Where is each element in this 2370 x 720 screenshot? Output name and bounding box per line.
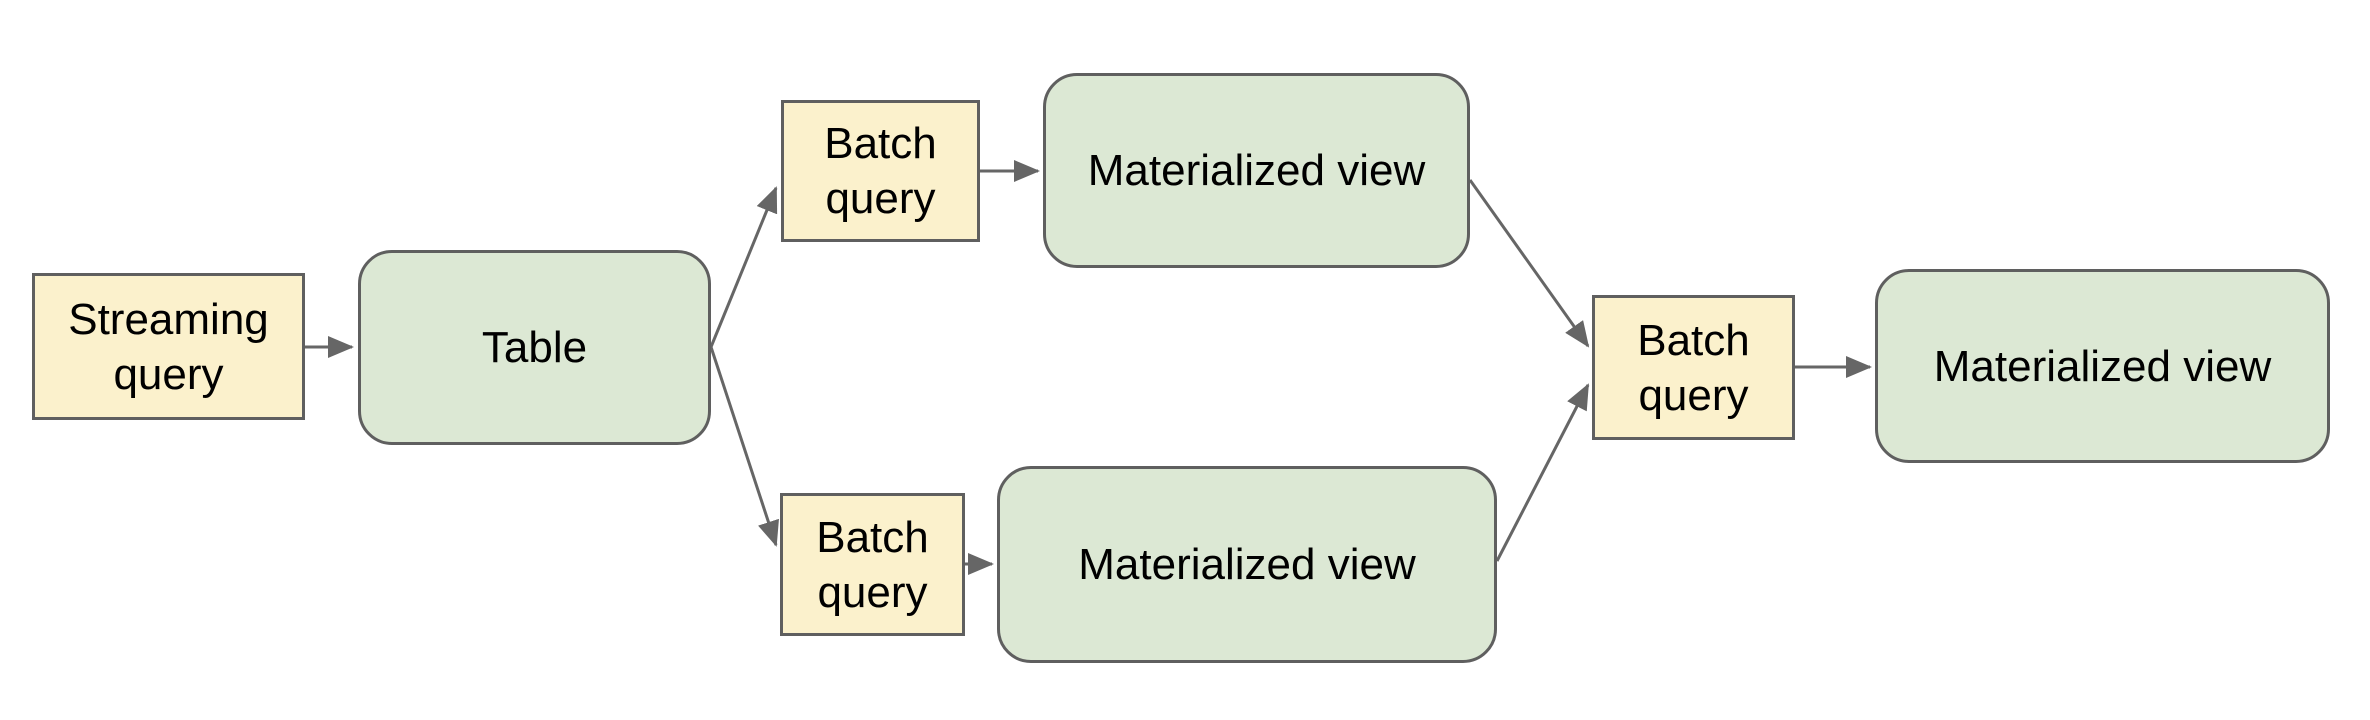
node-label: Batch query <box>824 119 937 223</box>
node-label: Materialized view <box>1087 146 1426 195</box>
node-table: Table <box>358 250 711 445</box>
node-label: Streaming query <box>68 294 269 399</box>
node-label: Batch query <box>816 512 929 617</box>
edge-materialized-view-bottom-to-batch-query-right <box>1495 383 1590 562</box>
edge-materialized-view-top-to-batch-query-right <box>1468 179 1590 348</box>
node-materialized-view-right: Materialized view <box>1875 269 2330 463</box>
node-label: Batch query <box>1637 315 1750 420</box>
node-batch-query-bottom: Batch query <box>780 493 965 636</box>
node-materialized-view-bottom: Materialized view <box>997 466 1497 663</box>
node-materialized-view-top: Materialized view <box>1043 73 1470 268</box>
node-streaming-query: Streaming query <box>32 273 305 420</box>
node-batch-query-top: Batch query <box>781 100 980 242</box>
node-batch-query-right: Batch query <box>1592 295 1795 440</box>
node-label: Table <box>481 323 588 372</box>
node-label: Materialized view <box>1078 540 1416 589</box>
edge-table-to-batch-query-bottom <box>709 346 779 547</box>
edge-table-to-batch-query-top <box>709 186 778 348</box>
node-label: Materialized view <box>1933 341 2272 391</box>
